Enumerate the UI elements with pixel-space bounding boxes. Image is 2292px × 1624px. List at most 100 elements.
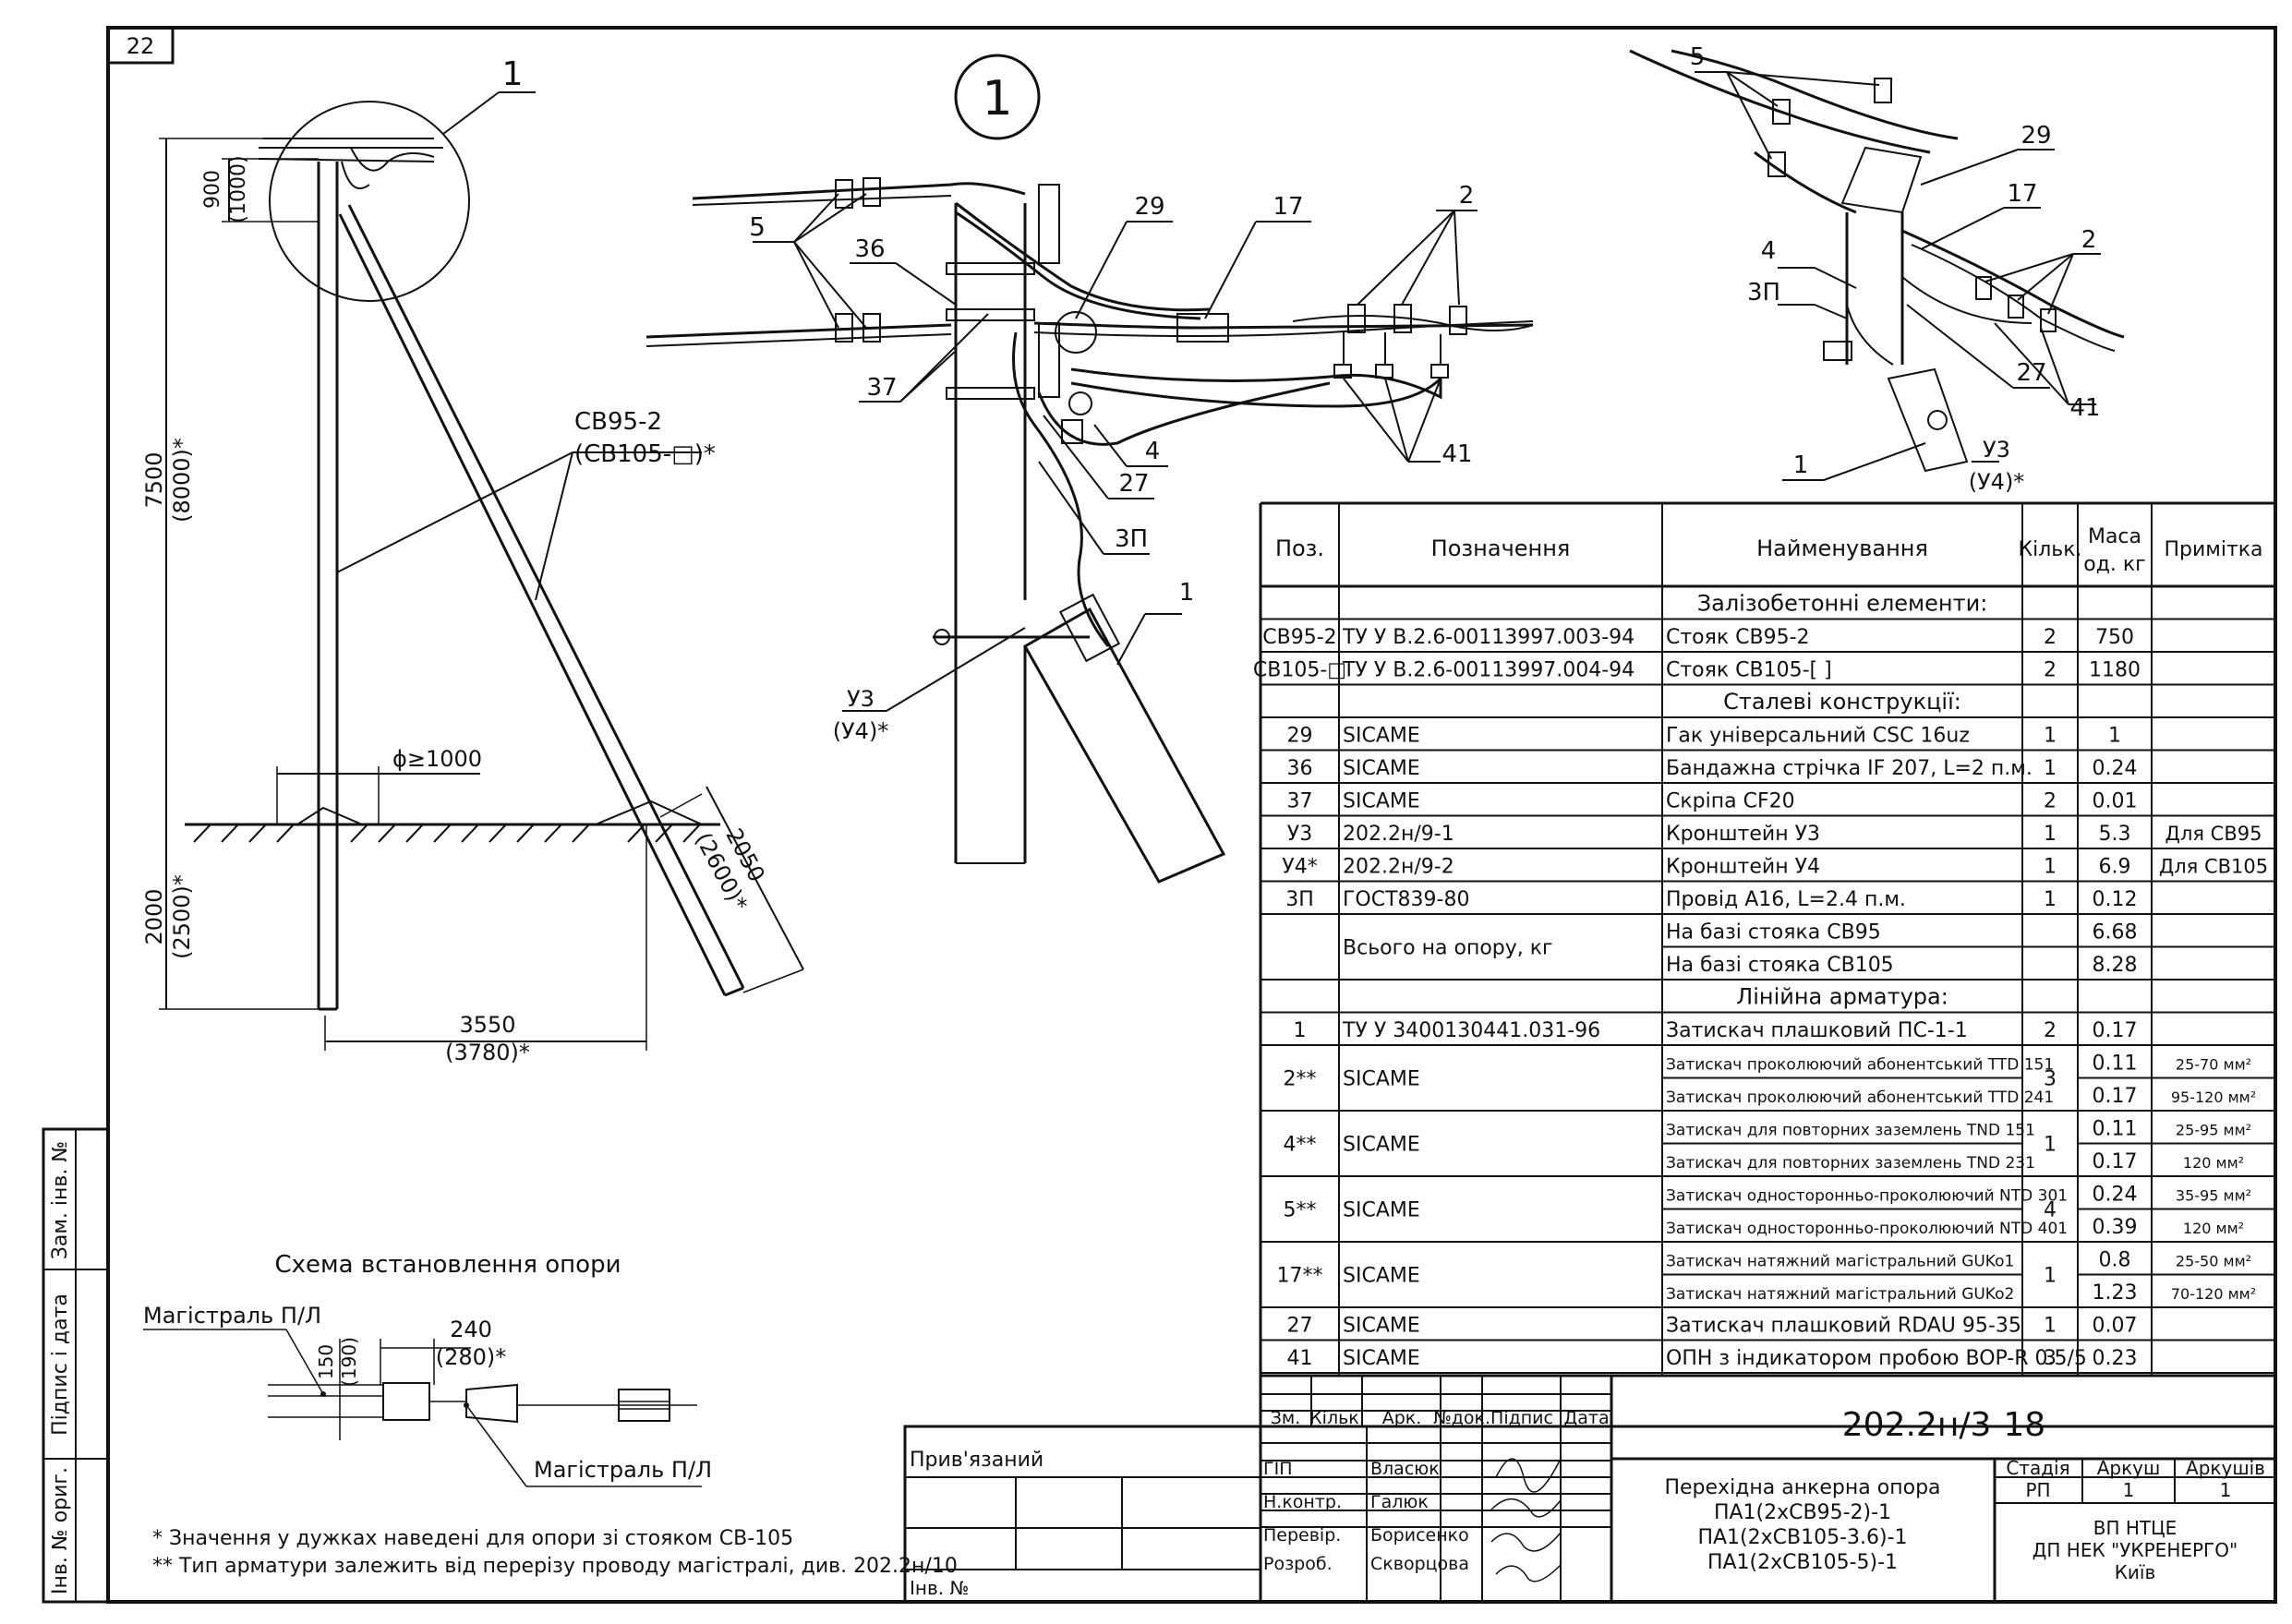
row-name: ОПН з індикатором пробою BOP-R 0.5/5 [1666, 1347, 2087, 1370]
row-mass-a: 0.8 [2099, 1249, 2131, 1272]
row-name-a: Затискач односторонньо-проколюючий NTD 3… [1666, 1187, 2068, 1206]
install-line-left: Магістраль П/Л [143, 1303, 321, 1329]
right-label-2: 2 [2081, 226, 2097, 254]
total-mass-b: 8.28 [2093, 954, 2138, 977]
section-fittings: Лінійна арматура: [1736, 984, 1948, 1010]
row-name: Гак універсальний CSC 16uz [1666, 725, 1970, 748]
header-mass: Маса [2088, 525, 2141, 548]
center-label-27: 27 [1118, 470, 1149, 498]
row-name: Кронштейн У3 [1666, 823, 1820, 846]
row-mass-a: 0.11 [2093, 1053, 2138, 1076]
left-leader-1: 1 [502, 55, 524, 93]
pole-label-main: СВ95-2 [574, 408, 662, 436]
side-stamp-signature-date: Підпис і дата [49, 1293, 72, 1436]
row-name: Кронштейн У4 [1666, 856, 1820, 879]
row-name: Стояк СВ105-[ ] [1666, 659, 1832, 682]
left-view-pole: 1 900 (1000) 7500 (8000)* 2000 (2500)* С… [141, 55, 804, 1065]
row-name-b: Затискач для повторних заземлень TND 231 [1666, 1154, 2035, 1173]
row-mass: 5.3 [2099, 823, 2131, 846]
center-label-29: 29 [1134, 193, 1164, 221]
side-stamp-replace-inv: Зам. інв. № [49, 1141, 72, 1260]
org-line-3: Київ [2115, 1561, 2156, 1583]
row-designation: SICAME [1343, 1199, 1420, 1222]
center-label-3p: 3П [1115, 525, 1148, 553]
row-pos: 5** [1284, 1199, 1317, 1222]
sheets-value: 1 [2220, 1479, 2232, 1501]
row-qty: 2 [2044, 659, 2057, 682]
row-note: Для СВ95 [2165, 823, 2262, 845]
name-norm-control: Галюк [1370, 1492, 1429, 1512]
row-mass-a: 0.11 [2093, 1118, 2138, 1141]
row-qty: 1 [2044, 1315, 2057, 1338]
row-designation: ТУ У 3400130441.031-96 [1342, 1019, 1600, 1042]
dim-190: (190) [338, 1337, 360, 1387]
col-header-signature: Підпис [1490, 1408, 1553, 1428]
row-qty: 1 [2044, 757, 2057, 780]
row-designation: SICAME [1343, 1347, 1420, 1370]
name-gip: Власюк [1370, 1459, 1440, 1479]
row-note-b: 70-120 мм² [2171, 1285, 2256, 1303]
center-label-2: 2 [1459, 182, 1475, 210]
row-pos: 27 [1287, 1315, 1313, 1338]
stage-value: РП [2025, 1479, 2050, 1501]
row-mass: 0.24 [2093, 757, 2138, 780]
row-designation: 202.2н/9-1 [1343, 823, 1454, 846]
row-mass: 0.17 [2093, 1019, 2138, 1042]
dim-pit-diameter: ϕ≥1000 [392, 746, 482, 772]
dim-280: (280)* [436, 1344, 507, 1370]
row-qty: 1 [2044, 888, 2057, 911]
dim-900: 900 [201, 170, 224, 209]
right-view-isometric: 5 29 17 2 4 3П 27 41 1 У3 (У4)* [1629, 43, 2125, 495]
row-note-a: 25-95 мм² [2176, 1122, 2251, 1139]
row-qty: 1 [2044, 1134, 2057, 1157]
name-checked: Борисенко [1370, 1525, 1469, 1546]
row-designation: ГОСТ839-80 [1343, 888, 1469, 911]
row-mass-b: 0.39 [2093, 1216, 2138, 1239]
row-qty: 3 [2044, 1068, 2057, 1091]
row-pos: 29 [1287, 725, 1313, 748]
row-mass: 1180 [2089, 659, 2141, 682]
header-mass-unit: од. кг [2083, 553, 2146, 576]
row-qty: 1 [2044, 823, 2057, 846]
sheet-label: Аркуш [2097, 1457, 2161, 1479]
row-name: Бандажна стрічка IF 207, L=2 п.м. [1666, 757, 2033, 780]
stage-label: Стадія [2006, 1457, 2069, 1479]
title-line-3: ПА1(2хСВ105-3.6)-1 [1697, 1526, 1907, 1549]
right-label-5: 5 [1690, 43, 1706, 71]
right-label-u3: У3 [1983, 437, 2010, 463]
center-label-36: 36 [854, 235, 885, 263]
row-pos: 41 [1287, 1347, 1313, 1370]
inv-label: Інв. № [910, 1577, 969, 1599]
header-note: Примітка [2164, 538, 2262, 561]
center-label-u4: (У4)* [833, 718, 889, 744]
name-developed: Скворцова [1370, 1554, 1469, 1574]
dim-1000: (1000) [227, 155, 250, 223]
row-qty: 2 [2044, 626, 2057, 649]
row-note-b: 120 мм² [2183, 1220, 2244, 1237]
sheet-number: 22 [127, 33, 155, 59]
row-mass: 0.23 [2093, 1347, 2138, 1370]
center-label-41: 41 [1442, 440, 1472, 468]
callout-number: 1 [982, 71, 1012, 126]
row-pos: У4* [1282, 856, 1317, 879]
row-mass-a: 0.24 [2093, 1184, 2138, 1207]
row-designation: SICAME [1343, 1068, 1420, 1091]
total-name-b: На базі стояка СВ105 [1666, 954, 1894, 977]
center-label-37: 37 [866, 374, 897, 402]
row-designation: ТУ У В.2.6-00113997.004-94 [1342, 659, 1635, 682]
row-mass: 0.01 [2093, 790, 2138, 813]
row-name-a: Затискач проколюючий абонентський TTD 15… [1666, 1056, 2054, 1075]
row-qty: 4 [2044, 1199, 2057, 1222]
total-name-a: На базі стояка СВ95 [1666, 921, 1881, 944]
dim-2000: 2000 [141, 888, 167, 944]
row-mass: 750 [2095, 626, 2134, 649]
col-header-date: Дата [1563, 1408, 1609, 1428]
title-line-4: ПА1(2хСВ105-5)-1 [1707, 1551, 1898, 1574]
center-label-5: 5 [749, 211, 766, 242]
row-name-b: Затискач натяжний магістральний GUKo2 [1666, 1285, 2014, 1304]
install-scheme: Схема встановлення опори Магістраль П/Л … [143, 1251, 712, 1487]
row-qty: 2 [2044, 790, 2057, 813]
row-pos: 17** [1277, 1265, 1323, 1288]
center-label-u3: У3 [847, 686, 875, 712]
